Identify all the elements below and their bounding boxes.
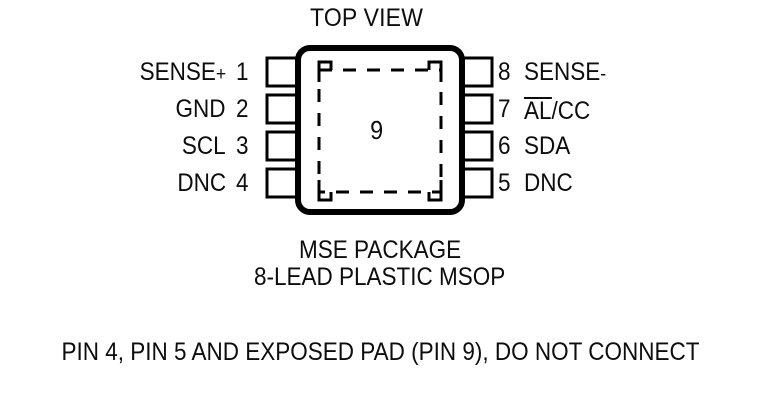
lead-pin-6 [464, 130, 494, 162]
pin-number-7: 7 [498, 95, 511, 123]
lead-group-right [464, 56, 494, 199]
package-description-label: 8-LEAD PLASTIC MSOP [254, 263, 506, 291]
lead-pin-8 [464, 56, 494, 88]
pin-8-sign: - [600, 63, 607, 85]
lead-pin-1 [265, 56, 296, 88]
exposed-pad-number: 9 [369, 115, 383, 145]
pad-corner-top-right [427, 60, 443, 82]
package-body [295, 45, 465, 215]
do-not-connect-note: PIN 4, PIN 5 AND EXPOSED PAD (PIN 9), DO… [60, 338, 700, 366]
pin-label-8: SENSE- [524, 58, 607, 86]
pin-number-8: 8 [498, 58, 511, 86]
lead-pin-3 [265, 130, 296, 162]
pin-number-3: 3 [236, 132, 249, 160]
exposed-pad-corner-marks [317, 60, 443, 202]
pin-label-7: AL/CC [524, 97, 590, 124]
pin-7-plain-part: /CC [551, 97, 591, 125]
lead-pin-2 [265, 93, 296, 125]
pin-7-overline-part: AL [524, 97, 552, 125]
pin-number-6: 6 [498, 132, 511, 160]
pin-1-sign: + [215, 63, 226, 85]
lead-pin-7 [464, 93, 494, 125]
pin-label-6: SDA [524, 132, 571, 160]
lead-pin-4 [265, 167, 296, 199]
lead-group-left [265, 56, 296, 199]
pin-label-3: SCL [182, 132, 226, 160]
pad-corner-top-left [317, 60, 333, 82]
pin-number-5: 5 [498, 169, 511, 197]
top-view-label: TOP VIEW [310, 4, 424, 32]
pad-corner-bottom-right [427, 180, 443, 202]
pin-number-4: 4 [236, 169, 249, 197]
pin-label-2: GND [175, 95, 226, 123]
pin-label-1: SENSE+ [139, 58, 226, 86]
package-name-label: MSE PACKAGE [298, 236, 462, 264]
pin-number-2: 2 [236, 95, 249, 123]
exposed-pad-outline [317, 68, 443, 194]
pin-label-5: DNC [524, 169, 573, 197]
lead-pin-5 [464, 167, 494, 199]
pin-number-1: 1 [236, 58, 249, 86]
pin-label-4: DNC [177, 169, 226, 197]
pad-corner-bottom-left [317, 180, 333, 202]
